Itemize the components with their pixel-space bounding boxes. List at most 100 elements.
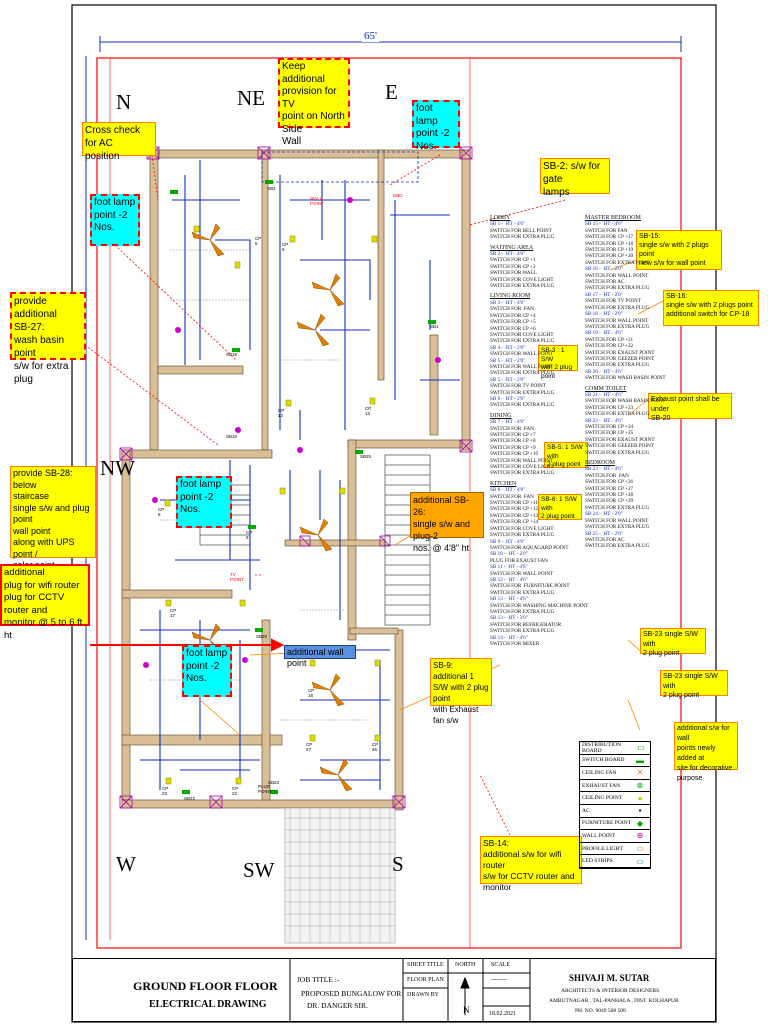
schedule-line: SB 10 - HT - 2'0" [490, 551, 528, 558]
legend-symbol-icon: ⊗ [636, 781, 644, 791]
schedule-line: SB 2 - HT - 4'6" [490, 251, 526, 258]
legend-symbol-icon: ✕ [636, 768, 644, 778]
schedule-line: SWITCH FOR EXAUST POINT [585, 436, 655, 443]
schedule-line: SWITCH FOR WALL POINT [490, 351, 554, 358]
schedule-line: SWITCH FOR CP +14 [490, 519, 539, 526]
schedule-line: SB 22 - HT - 4'6" [585, 417, 623, 424]
schedule-line: SB 5 - HT - 2'0" [490, 357, 526, 364]
schedule-line: SB 13 - HT - 3'0" [490, 615, 528, 622]
schedule-line: SWITCH FOR EXTRA PLUG [490, 402, 555, 409]
schedule-line: SWITCH FOR EXTRA PLUG [490, 370, 555, 377]
schedule-line: SWITCH FOR AQUAGARD POINT [490, 544, 569, 551]
schedule-line: SB 6 - HT - 2'6" [490, 395, 526, 402]
firm-name: SHIVAJI M. SUTAR [569, 973, 650, 983]
schedule-line: SWITCH FOR EXAUST POINT [585, 349, 655, 356]
note-ac-check: Cross check for AC position [82, 122, 156, 162]
schedule-heading: KITCHEN [490, 480, 517, 487]
schedule-heading: COMM TOILET [585, 385, 627, 392]
drawing-date: 18.02.2021 [489, 1011, 516, 1017]
schedule-line: SWITCH FOR CP +10 [490, 451, 539, 458]
label-cp22: CP 22 [232, 786, 239, 796]
job-title-label: JOB TITLE :- [297, 975, 340, 984]
schedule-line: SWITCH FOR WALL POINT [585, 517, 649, 524]
drawn-by-label: DRAWN BY [407, 992, 440, 998]
schedule-line: SWITCH FOR WASHING MACHINE POINT [490, 602, 589, 609]
legend-row: CEILING FAN✕ [580, 767, 650, 780]
north-arrow-letter: N [463, 1005, 470, 1015]
schedule-line: SWITCH FOR CP +7 [490, 432, 536, 438]
compass-w: W [116, 852, 136, 876]
legend-label: PROFILE LIGHT [582, 845, 623, 852]
schedule-line: PLUG FOR EXAUST FAN [490, 557, 548, 564]
schedule-line: SB 20 - HT - 4'6" [585, 368, 623, 375]
note-foot-lamp-nw: foot lamp point -2 Nos. [176, 476, 232, 528]
legend-symbol-icon: ⊕ [636, 831, 644, 841]
compass-e: E [385, 80, 398, 104]
label-sb2: SB2 [267, 186, 276, 191]
compass-n: N [116, 90, 132, 114]
schedule-line: SB 3 - HT - 4'6" [490, 299, 526, 306]
schedule-heading: MASTER BEDROOM [585, 215, 641, 221]
label-sb25: SB25 [360, 454, 372, 459]
schedule-line: SWITCH FOR CP +5 [490, 319, 536, 326]
schedule-line: SWITCH FOR CP +22 [585, 343, 634, 350]
note-sb28: provide SB-28: below staircase single s/… [10, 466, 96, 582]
schedule-line: SB 24 - HT - 2'0" [585, 511, 623, 518]
title-block: GROUND FLOOR FLOOR ELECTRICAL DRAWING JO… [72, 958, 716, 1022]
schedule-line: SWITCH FOR FAN [585, 227, 628, 234]
label-cp8: CP 8 [158, 507, 165, 517]
schedule-line: SB 15 - HT - 4'6" [585, 221, 623, 228]
schedule-line: SWITCH FOR CP +23 [585, 404, 634, 411]
schedule-heading: DINING [490, 412, 512, 419]
note-sb2: SB-2: s/w for gate lamps [540, 158, 610, 198]
job-title-line1: PROPOSED BUNGALOW FOR [301, 989, 402, 998]
schedule-line: SB 21 - HT - 4'6" [585, 391, 623, 398]
legend-row: DISTRIBUTION BOARD▭ [580, 742, 650, 755]
legend-label: FURNITURE POINT [582, 820, 632, 827]
schedule-line: SB 8 - HT - 4'6" [490, 487, 526, 494]
schedule-line: SWITCH FOR EXTRA PLUG [585, 304, 650, 311]
compass-nw: NW [100, 456, 135, 480]
legend-label: WALL POINT [582, 832, 616, 839]
symbol-legend: DISTRIBUTION BOARD▭SWITCH BOARD▬CEILING … [579, 741, 651, 869]
north-label: NORTH [455, 962, 476, 968]
schedule-line: SWITCH FOR CP +18 [585, 240, 634, 247]
note-sb6: SB-6: 1 S/W with 2 plug point [538, 494, 582, 520]
schedule-line: SB 23 - HT - 4'6" [585, 466, 623, 473]
schedule-line: SWITCH FOR CP +1 [490, 257, 536, 264]
firm-address: AMBUTNAGAR , TAL-PANHALA , DIST. KOLHAPU… [549, 998, 679, 1004]
schedule-line: SWITCH FOR CP +20 [585, 253, 634, 260]
schedule-line: SWITCH FOR EXTRA PLUG [490, 589, 555, 596]
legend-symbol-icon: ▬ [636, 755, 644, 765]
schedule-line: SWITCH FOR CP +13 [490, 512, 539, 519]
schedule-line: SWITCH FOR TV POINT [585, 298, 641, 305]
label-cp27: CP 27 [306, 742, 313, 752]
label-tv: TV POINT [230, 572, 244, 582]
schedule-line: SWITCH FOR FAN [490, 306, 534, 313]
schedule-line: SWITCH FOR COVE LIGHT [490, 464, 554, 471]
drawing-title: GROUND FLOOR FLOOR [133, 979, 278, 993]
schedule-line: SWITCH FOR FAN [490, 425, 534, 432]
note-sb3: SB-3 : 1 S/W with 2 plug point [538, 345, 578, 380]
firm-tagline: ARCHITECTS & INTERIOR DESIGNERS [561, 988, 660, 994]
schedule-line: SWITCH FOR MIXER [490, 641, 540, 647]
schedule-line: SWITCH FOR EXTRA PLUG [585, 543, 650, 550]
schedule-line: SWITCH FOR WALL [490, 270, 537, 277]
label-wall: WALL POINT [310, 196, 324, 206]
legend-row: LED STRIPS▭ [580, 855, 650, 868]
label-sb16: SB16 [226, 434, 238, 439]
schedule-line: SWITCH FOR WASH BASIN POINT [585, 398, 666, 405]
schedule-line: SB 14 - HT - 4'6" [490, 634, 528, 641]
note-tv-point: Keep additional provision for TV point o… [278, 58, 350, 147]
schedule-line: SB 5 - HT - 2'0" [490, 376, 526, 383]
note-wall-point: additional wall point [284, 645, 356, 668]
legend-label: LED STRIPS [582, 858, 613, 865]
schedule-line: SWITCH FOR EXTRA PLUG [585, 411, 650, 418]
schedule-line: SWITCH FOR CP +8 [490, 438, 536, 445]
schedule-line: SWITCH FOR CP +12 [490, 506, 539, 513]
label-sb22: SB22 [184, 796, 196, 801]
legend-label: DISTRIBUTION BOARD [582, 741, 622, 754]
